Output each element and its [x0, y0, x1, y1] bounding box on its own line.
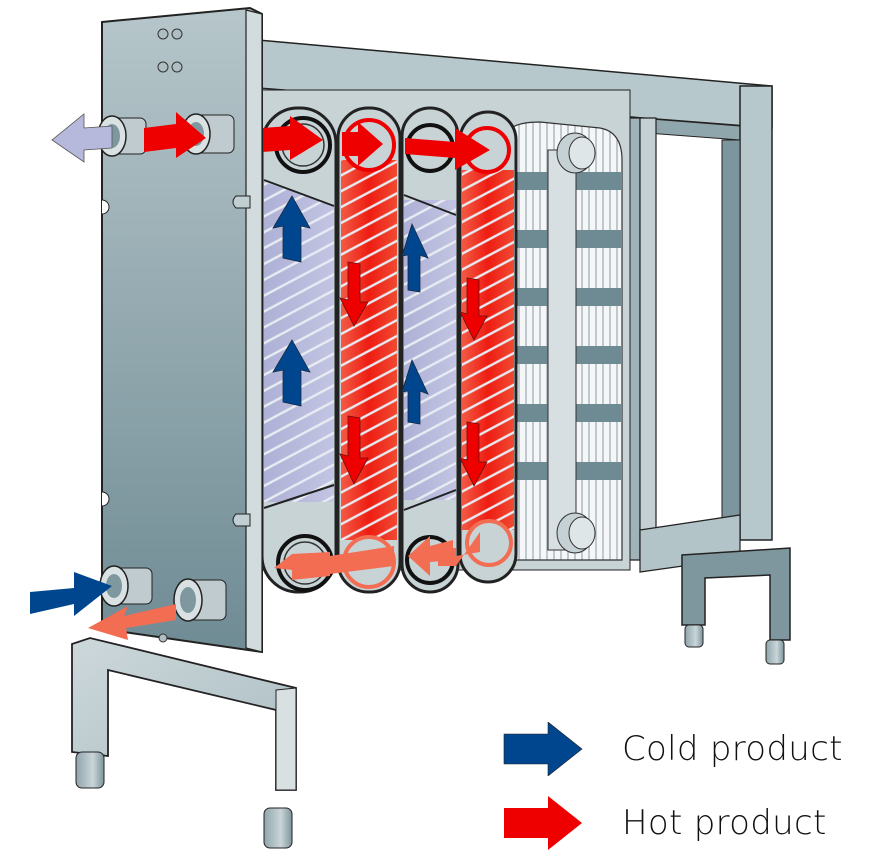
- channel-cold-1: [260, 106, 338, 594]
- hot-outlet-arrow: [88, 604, 176, 640]
- bolt-heads: [157, 28, 183, 643]
- cold-up-arrow: [272, 339, 311, 407]
- rear-foot-left: [684, 624, 704, 648]
- front-foot-left: [75, 751, 105, 789]
- nozzle-cold-inlet-bottom: [99, 565, 153, 607]
- rear-foot-right: [765, 639, 785, 665]
- channel-hot-2: [458, 110, 518, 584]
- hot-product-arrow-icon: [504, 796, 582, 850]
- legend-item-cold: Cold product: [500, 722, 843, 776]
- front-foot-right: [263, 807, 293, 849]
- cold-inlet-arrow: [30, 572, 112, 616]
- legend-item-hot: Hot product: [500, 796, 827, 850]
- channel-hot-1: [336, 106, 402, 594]
- hot-inlet-flow-arrow: [405, 128, 490, 170]
- legend-label-cold: Cold product: [622, 729, 843, 769]
- hot-outlet-flow-arrow: [274, 552, 330, 580]
- rear-leg-assembly: [681, 547, 791, 665]
- frame-rear-post: [721, 85, 773, 541]
- carrying-bar: [547, 149, 577, 551]
- port-connector-top-right: [556, 132, 596, 174]
- hot-inlet-arrow: [144, 112, 206, 158]
- legend-label-hot: Hot product: [622, 803, 827, 843]
- hot-outlet-flow-arrow: [408, 536, 453, 576]
- hot-inlet-flow-arrow: [342, 122, 383, 166]
- external-flow-arrows: [30, 112, 206, 640]
- hot-down-arrow: [459, 277, 488, 341]
- hot-down-arrow: [339, 261, 369, 327]
- nozzle-hot-outlet-bottom: [173, 578, 227, 622]
- cold-up-arrow: [401, 222, 429, 293]
- channel-cold-2: [400, 106, 460, 594]
- hot-inlet-flow-arrow: [262, 116, 323, 160]
- port-connector-bottom-right: [556, 512, 596, 554]
- hot-outlet-flow-arrow: [330, 546, 394, 574]
- cold-product-arrow-icon: [503, 722, 583, 776]
- cold-up-arrow: [272, 195, 311, 263]
- cold-up-arrow: [401, 358, 429, 425]
- cold-outlet-arrow: [51, 113, 113, 163]
- front-leg-assembly: [71, 637, 297, 849]
- flow-arrows: [262, 116, 490, 580]
- hot-down-arrow: [459, 421, 488, 487]
- plate-pack: [504, 121, 623, 561]
- hot-down-arrow: [339, 415, 369, 485]
- frame-plate-fixed: [101, 6, 263, 654]
